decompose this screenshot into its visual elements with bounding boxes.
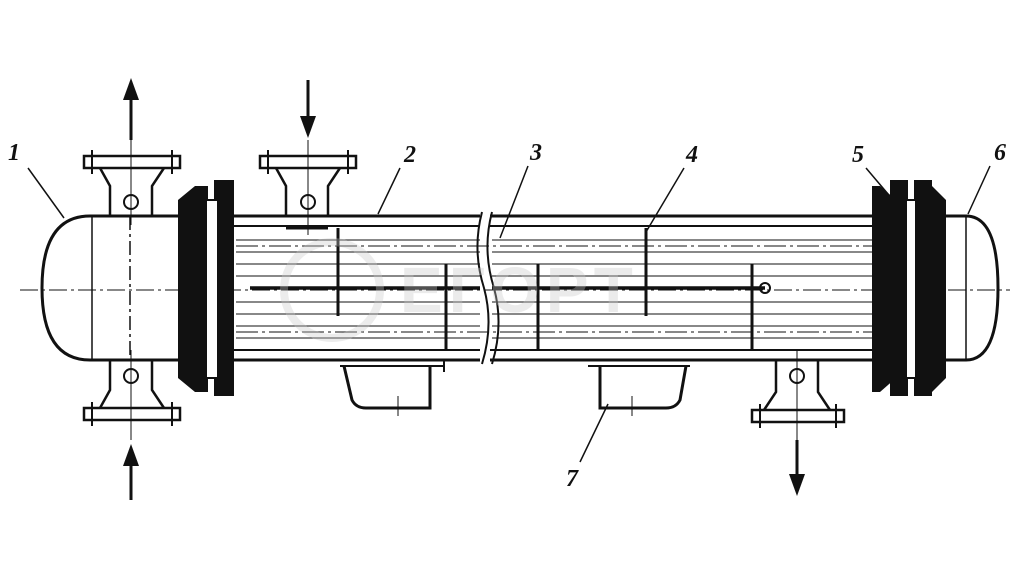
leader-lines	[27, 165, 991, 463]
right-cover	[946, 214, 1000, 362]
shell-inlet-nozzle	[258, 140, 358, 235]
right-flange	[872, 180, 946, 396]
label-2: 2	[403, 142, 416, 168]
shell	[234, 211, 880, 365]
baffles	[336, 228, 754, 350]
left-support	[340, 360, 445, 416]
label-6: 6	[994, 140, 1006, 166]
label-7: 7	[566, 466, 579, 492]
label-1: 1	[8, 140, 20, 166]
arrow-up-left-bottom	[123, 444, 139, 500]
arrow-up-left-top	[123, 78, 139, 140]
arrow-down-shell-inlet	[300, 80, 316, 138]
watermark-text: ЕГОРТ	[400, 254, 639, 326]
label-5: 5	[852, 142, 864, 168]
shell-outlet-nozzle	[750, 350, 846, 440]
label-3: 3	[529, 140, 542, 166]
arrow-down-shell-outlet	[789, 440, 805, 496]
watermark: ЕГОРТ	[280, 238, 639, 342]
left-top-nozzle	[82, 140, 182, 225]
label-4: 4	[685, 142, 698, 168]
left-flange	[178, 180, 234, 396]
left-bottom-nozzle	[82, 350, 182, 440]
right-support	[588, 365, 690, 416]
